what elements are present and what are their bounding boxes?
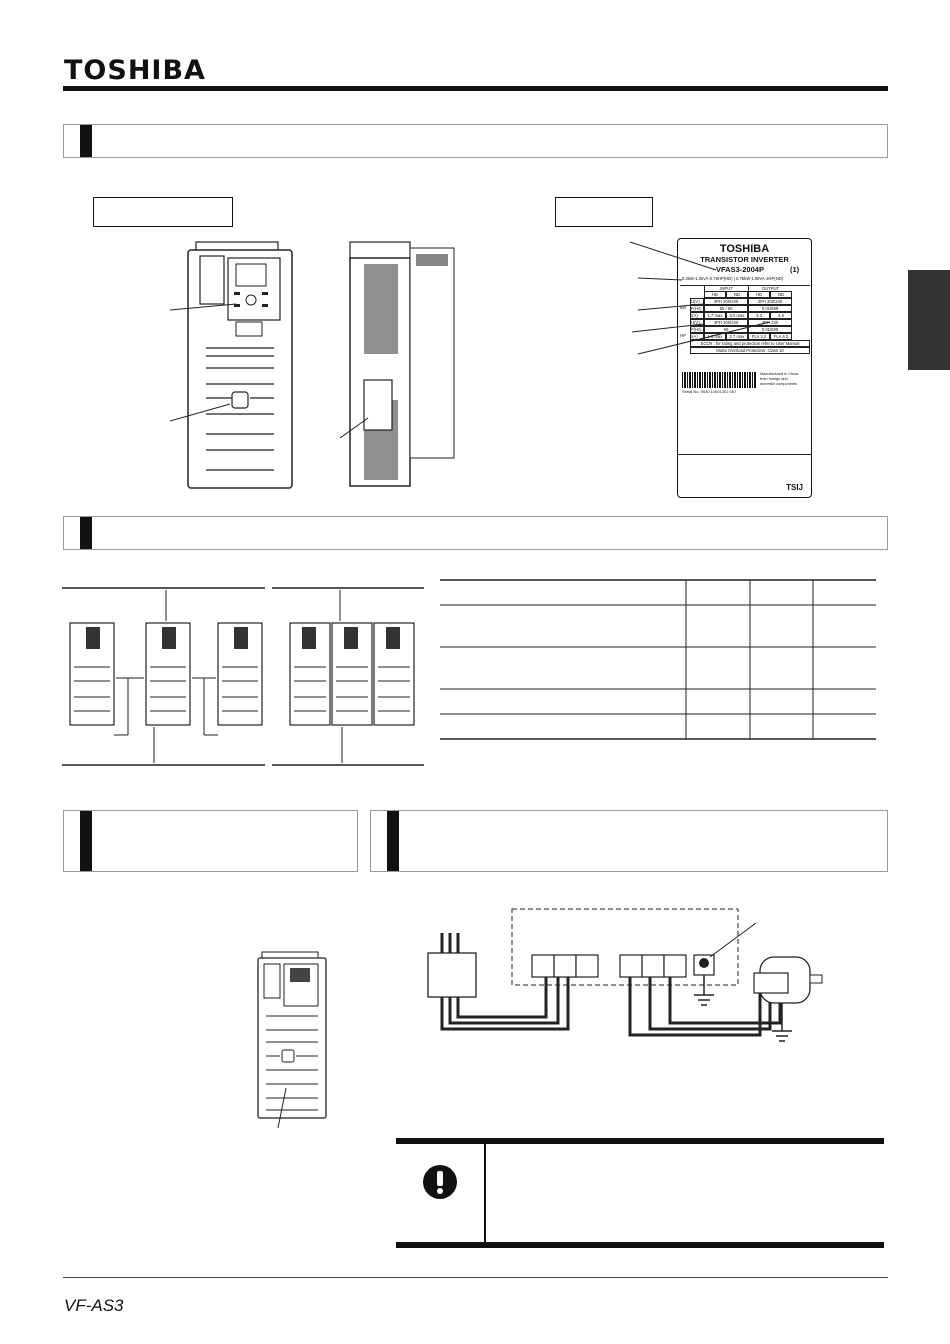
col-input: INPUT xyxy=(704,286,748,291)
row-freq-label: F(Hz) xyxy=(690,305,704,312)
inverter-side-view xyxy=(340,241,455,487)
notice-divider xyxy=(484,1144,486,1242)
hp-label: HP xyxy=(680,333,686,338)
nameplate-model-suffix: (1) xyxy=(790,265,800,274)
kw-label: kW xyxy=(680,305,687,310)
inverter-front-view-small xyxy=(257,951,327,1129)
section-bar-3 xyxy=(63,810,358,872)
nameplate-overload: Motor Overload Protection: Class 10 xyxy=(690,347,810,354)
row-current-out-nd: 4.6 xyxy=(770,312,792,319)
notice-box xyxy=(396,1138,884,1248)
row-voltage-out: 3PH 200/240 xyxy=(748,298,792,305)
notice-bottom-rule xyxy=(396,1242,884,1248)
notice-top-rule xyxy=(396,1138,884,1144)
nd-in: ND xyxy=(726,291,748,298)
nameplate-brand: TOSHIBA xyxy=(719,243,770,255)
label-box-right xyxy=(555,197,653,227)
nameplate-maker-code: TSIJ xyxy=(786,483,803,492)
footer-model: VF-AS3 xyxy=(64,1296,124,1315)
nameplate-rating: 0.4kW-1.3kVA-0.75HP(HD) | 0.75kW-1.9kVA-… xyxy=(682,276,784,281)
col-output: OUTPUT xyxy=(748,286,792,291)
clearance-diagram-separate xyxy=(62,587,265,766)
row-current2-in-nd: 2.7 max xyxy=(726,333,748,340)
nameplate-serial: Serial No. 9530 10001302 007 xyxy=(682,389,737,394)
nameplate-origin: Manufactured in China from foreign and d… xyxy=(760,372,798,387)
nd-out: ND xyxy=(770,291,792,298)
row-current-label: I(A) xyxy=(690,312,704,319)
nameplate-table: INPUT OUTPUT HD ND HD ND U(V) 3PH 200/24… xyxy=(680,285,810,354)
row-voltage2-label: U(V) xyxy=(690,319,704,326)
section-bar-1-tab xyxy=(80,125,92,157)
nameplate-sccr: SCCR : for rating and protection refer t… xyxy=(690,340,810,347)
section-bar-4-tab xyxy=(387,811,399,871)
row-voltage2-in: 3PH 200/240 xyxy=(704,319,748,326)
footer-rule xyxy=(63,1277,888,1278)
row-freq-in: 50 / 60 xyxy=(704,305,748,312)
section-bar-2-tab xyxy=(80,517,92,549)
row-current2-out-nd: FLA 4.2 xyxy=(770,333,792,340)
row-freq-out: 0.01/599 xyxy=(748,305,792,312)
row-freq2-out: 0.01/599 xyxy=(748,326,792,333)
inverter-front-view xyxy=(170,241,293,489)
toshiba-logo: TOSHIBA xyxy=(64,55,206,86)
row-current2-in-hd: 1.6 max xyxy=(704,333,726,340)
section-bar-4 xyxy=(370,810,888,872)
hd-out: HD xyxy=(748,291,770,298)
header-rule xyxy=(63,86,888,91)
row-voltage-in: 3PH 200/240 xyxy=(704,298,748,305)
row-current2-out-hd: FLA 3.2 xyxy=(748,333,770,340)
nameplate-leaders xyxy=(629,241,771,355)
section-bar-3-tab xyxy=(80,811,92,871)
origin-line-3: domestic components xyxy=(760,382,797,386)
row-current-out-hd: 3.3 xyxy=(748,312,770,319)
clearance-diagram-side-by-side xyxy=(272,587,424,766)
section-bar-1 xyxy=(63,124,888,158)
barcode xyxy=(682,372,756,388)
row-current-in-hd: 1.7 max xyxy=(704,312,726,319)
chapter-side-tab xyxy=(908,270,950,370)
row-current-in-nd: 3.0 max xyxy=(726,312,748,319)
nameplate: TOSHIBA TRANSISTOR INVERTER VFAS3-2004P … xyxy=(677,238,812,498)
nameplate-model: VFAS3-2004P xyxy=(716,265,764,274)
grounding-wiring-diagram xyxy=(427,908,823,1042)
nameplate-product-line: TRANSISTOR INVERTER xyxy=(700,255,789,264)
nameplate-divider xyxy=(678,454,811,455)
label-box-left xyxy=(93,197,233,227)
clearance-table xyxy=(440,579,876,740)
row-freq2-label: F(Hz) xyxy=(690,326,704,333)
origin-line-2: from foreign and xyxy=(760,377,788,381)
exclamation-icon xyxy=(423,1165,457,1199)
section-bar-2 xyxy=(63,516,888,550)
hd-in: HD xyxy=(704,291,726,298)
origin-line-1: Manufactured in China xyxy=(760,372,799,376)
